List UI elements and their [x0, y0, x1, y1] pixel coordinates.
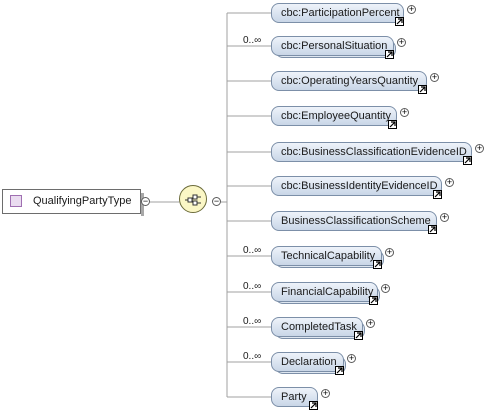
- element-expand-button[interactable]: +: [445, 177, 454, 187]
- complex-type-box[interactable]: QualifyingPartyType: [2, 189, 144, 216]
- element-expand-button[interactable]: +: [475, 143, 484, 153]
- element-expand-button[interactable]: +: [407, 4, 416, 14]
- element-node[interactable]: cbc:BusinessIdentityEvidenceID: [271, 176, 442, 199]
- element-node[interactable]: BusinessClassificationScheme: [271, 211, 437, 234]
- element-expand-button[interactable]: +: [430, 72, 439, 82]
- type-collapse-button[interactable]: −: [141, 196, 150, 206]
- reference-arrow-icon: [369, 296, 378, 305]
- reference-arrow-icon: [418, 85, 427, 94]
- element-node[interactable]: cbc:BusinessClassificationEvidenceID: [271, 142, 472, 165]
- sequence-compositor[interactable]: [179, 185, 207, 213]
- element-label: TechnicalCapability: [281, 250, 376, 262]
- element-expand-button[interactable]: +: [400, 107, 409, 117]
- occurrence-label: 0..∞: [243, 316, 262, 327]
- reference-arrow-icon: [388, 120, 397, 129]
- reference-arrow-icon: [433, 190, 442, 199]
- occurrence-label: 0..∞: [243, 245, 262, 256]
- element-expand-button[interactable]: +: [321, 388, 330, 398]
- element-node[interactable]: CompletedTask: [271, 317, 365, 340]
- element-label: cbc:BusinessIdentityEvidenceID: [281, 180, 438, 192]
- reference-arrow-icon: [335, 366, 344, 375]
- element-node[interactable]: cbc:PersonalSituation: [271, 36, 396, 59]
- element-label: cbc:ParticipationPercent: [281, 7, 400, 19]
- complex-type-label: QualifyingPartyType: [33, 195, 132, 207]
- element-label: Party: [281, 391, 307, 403]
- occurrence-label: 0..∞: [243, 35, 262, 46]
- element-label: cbc:OperatingYearsQuantity: [281, 75, 419, 87]
- occurrence-label: 0..∞: [243, 351, 262, 362]
- element-node[interactable]: Declaration: [271, 352, 346, 375]
- element-node[interactable]: cbc:EmployeeQuantity: [271, 106, 397, 129]
- reference-arrow-icon: [395, 17, 404, 26]
- element-expand-button[interactable]: +: [440, 212, 449, 222]
- element-label: cbc:BusinessClassificationEvidenceID: [281, 146, 467, 158]
- sequence-icon: [185, 194, 201, 206]
- element-label: FinancialCapability: [281, 286, 374, 298]
- element-expand-button[interactable]: +: [385, 247, 394, 257]
- element-node[interactable]: TechnicalCapability: [271, 246, 384, 269]
- element-expand-button[interactable]: +: [397, 37, 406, 47]
- element-expand-button[interactable]: +: [366, 318, 375, 328]
- reference-arrow-icon: [354, 331, 363, 340]
- element-node[interactable]: FinancialCapability: [271, 282, 380, 305]
- element-node[interactable]: cbc:OperatingYearsQuantity: [271, 71, 427, 94]
- element-label: cbc:EmployeeQuantity: [281, 110, 392, 122]
- element-label: BusinessClassificationScheme: [281, 215, 431, 227]
- reference-arrow-icon: [385, 50, 394, 59]
- element-expand-button[interactable]: +: [347, 353, 356, 363]
- element-node[interactable]: Party: [271, 387, 318, 410]
- element-label: cbc:PersonalSituation: [281, 40, 388, 52]
- occurrence-label: 0..∞: [243, 281, 262, 292]
- reference-arrow-icon: [373, 260, 382, 269]
- element-label: CompletedTask: [281, 321, 357, 333]
- element-expand-button[interactable]: +: [381, 283, 390, 293]
- complex-type-icon: [10, 195, 22, 207]
- reference-arrow-icon: [463, 156, 472, 165]
- element-node[interactable]: cbc:ParticipationPercent: [271, 3, 404, 26]
- element-label: Declaration: [281, 356, 337, 368]
- reference-arrow-icon: [428, 225, 437, 234]
- sequence-collapse-button[interactable]: −: [212, 196, 221, 206]
- reference-arrow-icon: [309, 401, 318, 410]
